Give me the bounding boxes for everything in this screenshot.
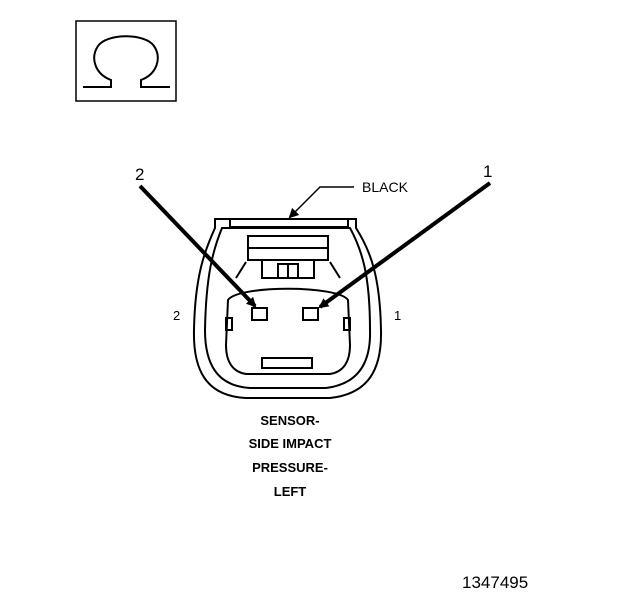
connector-body [192, 218, 383, 399]
leader-line-wire-color [288, 186, 354, 219]
pin-label-1: 1 [394, 308, 401, 323]
leader-line-1 [318, 181, 492, 309]
leader-line-2 [138, 184, 257, 308]
caption-line: SIDE IMPACT [249, 436, 332, 451]
terminal-2 [251, 307, 268, 321]
wire-color-label: BLACK [362, 179, 409, 195]
ohm-icon [75, 20, 177, 102]
figure-number: 1347495 [462, 573, 528, 592]
pin-label-2: 2 [173, 308, 180, 323]
terminal-1 [302, 307, 319, 321]
caption-line: LEFT [274, 484, 307, 499]
callout-label-2: 2 [135, 165, 144, 184]
caption-line: SENSOR- [260, 413, 319, 428]
callout-label-1: 1 [483, 162, 492, 181]
caption-line: PRESSURE- [252, 460, 328, 475]
connector-caption: SENSOR- SIDE IMPACT PRESSURE- LEFT [249, 413, 332, 499]
